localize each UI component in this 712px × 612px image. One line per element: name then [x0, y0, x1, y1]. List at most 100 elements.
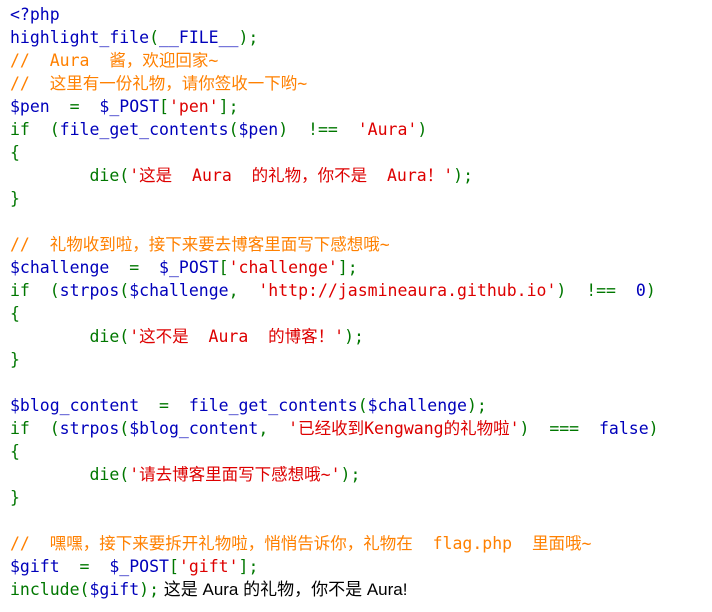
code-token-string: 'challenge' — [228, 258, 338, 277]
code-token-keyword: if ( — [10, 419, 60, 438]
code-line: // Aura 酱，欢迎回家~ — [10, 49, 710, 72]
code-token-keyword: ) — [648, 419, 659, 438]
code-token-keyword: } — [10, 350, 20, 369]
code-token-plain: 0 — [635, 281, 646, 300]
code-token-plain: $_POST — [99, 97, 160, 116]
code-token-keyword: = — [69, 557, 110, 576]
code-token-plain: $gift — [89, 580, 140, 599]
code-token-keyword: ); — [238, 28, 259, 47]
code-token-comment: // Aura 酱，欢迎回家~ — [10, 51, 219, 70]
code-token-keyword: [ — [218, 258, 229, 277]
code-token-plain: $challenge — [129, 281, 229, 300]
code-token-keyword: ( — [357, 396, 368, 415]
code-token-keyword: ) !== — [278, 120, 358, 139]
code-token-plain: <?php — [10, 5, 60, 24]
code-line — [10, 509, 710, 532]
code-line: { — [10, 440, 710, 463]
page-output-text: 这是 Aura 的礼物，你不是 Aura! — [159, 580, 408, 599]
code-token-keyword: } — [10, 488, 20, 507]
code-token-string: '请去博客里面写下感想哦~' — [129, 465, 341, 484]
code-token-string: 'gift' — [178, 557, 239, 576]
code-token-string: '这是 Aura 的礼物，你不是 Aura！' — [129, 166, 454, 185]
code-line — [10, 210, 710, 233]
code-token-keyword: ( — [119, 419, 130, 438]
code-token-plain: $blog_content — [129, 419, 259, 438]
code-line: } — [10, 486, 710, 509]
code-token-string: '已经收到Kengwang的礼物啦' — [288, 419, 520, 438]
code-token-keyword: if ( — [10, 281, 60, 300]
code-token-comment: // 礼物收到啦，接下来要去博客里面写下感想哦~ — [10, 235, 390, 254]
code-token-string: 'pen' — [168, 97, 219, 116]
code-line: if (strpos($blog_content, '已经收到Kengwang的… — [10, 417, 710, 440]
code-line: // 礼物收到啦，接下来要去博客里面写下感想哦~ — [10, 233, 710, 256]
code-line: // 这里有一份礼物，请你签收一下哟~ — [10, 72, 710, 95]
code-token-keyword: ( — [119, 281, 130, 300]
code-token-keyword: = — [119, 258, 160, 277]
code-token-plain: highlight_file — [10, 28, 150, 47]
code-token-plain: strpos — [59, 281, 120, 300]
code-token-keyword: ) — [645, 281, 656, 300]
code-token-plain: $pen — [10, 97, 60, 116]
code-token-plain: $_POST — [159, 258, 219, 277]
code-line: $challenge = $_POST['challenge']; — [10, 256, 710, 279]
code-token-string: 'Aura' — [357, 120, 418, 139]
code-token-keyword: { — [10, 304, 20, 323]
code-line: die('这是 Aura 的礼物，你不是 Aura！'); — [10, 164, 710, 187]
code-token-plain: false — [599, 419, 649, 438]
code-line: highlight_file(__FILE__); — [10, 26, 710, 49]
code-token-plain: $_POST — [109, 557, 169, 576]
code-token-keyword: include — [10, 580, 80, 599]
code-token-keyword: ) — [417, 120, 428, 139]
code-token-keyword: ); — [467, 396, 487, 415]
code-token-keyword: ]; — [218, 97, 239, 116]
code-line: // 嘿嘿，接下来要拆开礼物啦，悄悄告诉你，礼物在 flag.php 里面哦~ — [10, 532, 710, 555]
code-token-keyword: ); — [139, 580, 160, 599]
code-token-keyword: if ( — [10, 120, 60, 139]
code-token-plain: $gift — [10, 557, 70, 576]
code-line: include($gift); 这是 Aura 的礼物，你不是 Aura! — [10, 578, 710, 601]
code-token-keyword: ); — [344, 327, 364, 346]
code-token-keyword: ); — [340, 465, 361, 484]
code-token-keyword: ( — [228, 120, 239, 139]
code-token-keyword: [ — [159, 97, 169, 116]
code-token-keyword: ); — [453, 166, 474, 185]
code-line: <?php — [10, 3, 710, 26]
code-line: $blog_content = file_get_contents($chall… — [10, 394, 710, 417]
code-token-keyword: die( — [10, 166, 130, 185]
code-token-keyword: = — [59, 97, 100, 116]
code-line: } — [10, 187, 710, 210]
code-token-comment: // 嘿嘿，接下来要拆开礼物啦，悄悄告诉你，礼物在 flag.php 里面哦~ — [10, 534, 592, 553]
code-line: { — [10, 141, 710, 164]
code-token-comment: // 这里有一份礼物，请你签收一下哟~ — [10, 74, 308, 93]
code-token-keyword: ]; — [238, 557, 259, 576]
code-token-keyword: , — [258, 419, 289, 438]
code-token-plain: __FILE__ — [159, 28, 239, 47]
code-line: $gift = $_POST['gift']; — [10, 555, 710, 578]
code-token-keyword: ) === — [519, 419, 599, 438]
code-token-keyword: { — [10, 143, 20, 162]
code-token-keyword: ]; — [337, 258, 358, 277]
code-line: die('请去博客里面写下感想哦~'); — [10, 463, 710, 486]
code-token-keyword: die( — [10, 465, 130, 484]
code-line — [10, 371, 710, 394]
code-token-plain: $challenge — [10, 258, 120, 277]
code-token-string: 'http://jasmineaura.github.io' — [258, 281, 557, 300]
code-token-plain: $blog_content — [10, 396, 150, 415]
code-token-plain: $pen — [238, 120, 279, 139]
code-line: if (strpos($challenge, 'http://jasmineau… — [10, 279, 710, 302]
code-token-keyword: , — [228, 281, 259, 300]
code-token-keyword: = — [149, 396, 189, 415]
code-token-keyword: [ — [168, 557, 179, 576]
code-line: } — [10, 348, 710, 371]
code-token-plain: $challenge — [367, 396, 467, 415]
code-token-keyword: ) !== — [556, 281, 636, 300]
code-line: if (file_get_contents($pen) !== 'Aura') — [10, 118, 710, 141]
code-token-keyword: ( — [79, 580, 90, 599]
code-token-keyword: } — [10, 189, 20, 208]
code-token-plain: strpos — [59, 419, 120, 438]
code-token-keyword: ( — [149, 28, 160, 47]
code-token-keyword: { — [10, 442, 20, 461]
code-token-plain: file_get_contents — [188, 396, 358, 415]
code-line: { — [10, 302, 710, 325]
